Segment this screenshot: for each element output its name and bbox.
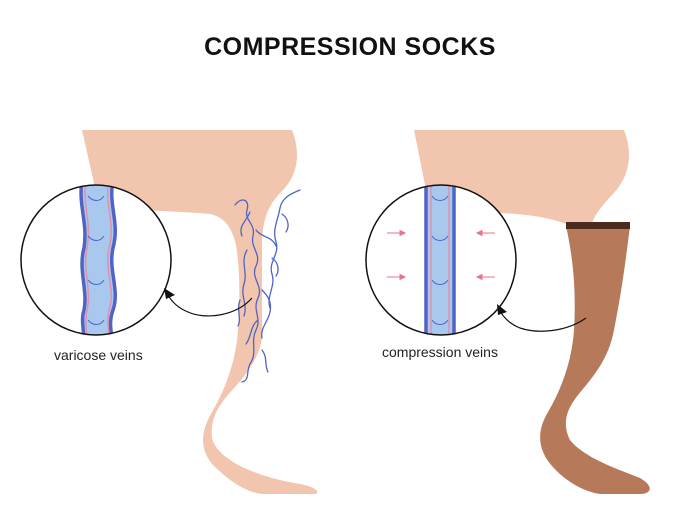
page-title: COMPRESSION SOCKS <box>204 33 496 61</box>
varicose-veins-label: varicose veins <box>54 347 143 363</box>
pressure-arrow-icon <box>387 229 495 281</box>
compression-veins-label: compression veins <box>382 344 498 360</box>
pointer-arrow-icon <box>497 304 587 332</box>
magnifier-circle-icon <box>365 184 517 336</box>
varicose-veins <box>234 189 301 383</box>
left-leg <box>82 130 318 494</box>
compression-sock <box>540 222 650 494</box>
sock-band <box>566 222 630 229</box>
magnifier-circle-icon <box>20 184 172 336</box>
pointer-arrow-icon <box>164 288 253 317</box>
